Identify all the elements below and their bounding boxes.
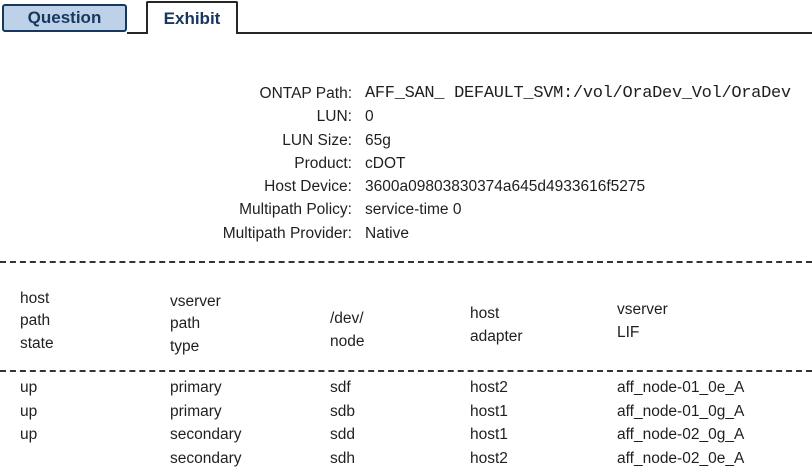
cell-path-type: secondary xyxy=(170,449,242,467)
tab-exhibit[interactable]: Exhibit xyxy=(146,1,238,34)
column-header-vserver-lif: vserver LIF xyxy=(617,301,668,341)
detail-label: LUN Size: xyxy=(282,131,352,149)
cell-host-adapter: host2 xyxy=(470,379,508,396)
detail-value: cDOT xyxy=(365,154,406,172)
detail-label: ONTAP Path: xyxy=(259,85,352,102)
table-row: up secondary sdd host1 aff_node-02_0g_A xyxy=(0,425,812,449)
detail-row-lun-size: LUN Size: 65g xyxy=(0,131,812,154)
detail-row-lun: LUN: 0 xyxy=(0,107,812,130)
cell-host-adapter: host1 xyxy=(470,426,508,443)
detail-label: Multipath Provider: xyxy=(222,224,352,242)
detail-row-multipath-policy: Multipath Policy: service-time 0 xyxy=(0,200,812,223)
lun-details: ONTAP Path: AFF_SAN_ DEFAULT_SVM:/vol/Or… xyxy=(0,84,812,247)
detail-value: 0 xyxy=(365,108,374,126)
cell-path-type: primary xyxy=(170,402,222,420)
column-header-host-adapter: host adapter xyxy=(470,305,523,345)
cell-path-state: up xyxy=(20,402,38,420)
table-row: up primary sdb host1 aff_node-01_0g_A xyxy=(0,402,812,426)
tab-bar: Question Exhibit xyxy=(0,0,812,36)
path-table-header: host path state vserver path type /dev/ … xyxy=(0,280,812,358)
column-header-dev-node: /dev/ node xyxy=(330,310,365,350)
detail-label: Host Device: xyxy=(264,178,352,196)
cell-vserver-lif: aff_node-01_0e_A xyxy=(617,379,745,396)
cell-dev-node: sdd xyxy=(330,426,355,443)
detail-label: LUN: xyxy=(316,108,352,126)
detail-value: AFF_SAN_ DEFAULT_SVM:/vol/OraDev_Vol/Ora… xyxy=(365,84,791,103)
cell-dev-node: sdh xyxy=(330,449,355,467)
table-row: secondary sdh host2 aff_node-02_0e_A xyxy=(0,449,812,473)
cell-vserver-lif: aff_node-02_0g_A xyxy=(617,426,745,443)
detail-value: service-time 0 xyxy=(365,201,462,219)
cell-host-adapter: host2 xyxy=(470,449,508,467)
detail-label: Multipath Policy: xyxy=(239,201,352,219)
detail-value: 65g xyxy=(365,131,391,149)
cell-vserver-lif: aff_node-01_0g_A xyxy=(617,402,745,420)
table-row: up primary sdf host2 aff_node-01_0e_A xyxy=(0,378,812,402)
cell-path-state: up xyxy=(20,426,38,443)
cell-path-type: primary xyxy=(170,379,222,396)
detail-row-host-device: Host Device: 3600a09803830374a645d493361… xyxy=(0,177,812,200)
tab-bar-divider xyxy=(127,32,812,34)
detail-value: Native xyxy=(365,224,409,242)
cell-path-state xyxy=(0,449,170,473)
detail-label: Product: xyxy=(294,154,352,172)
column-header-vserver-path-type: vserver path type xyxy=(170,292,221,355)
table-divider-bottom xyxy=(0,370,812,372)
cell-dev-node: sdf xyxy=(330,379,351,396)
cell-path-state: up xyxy=(20,379,38,396)
detail-value: 3600a09803830374a645d4933616f5275 xyxy=(365,178,646,196)
detail-row-multipath-provider: Multipath Provider: Native xyxy=(0,224,812,247)
column-header-host-path-state: host path state xyxy=(20,289,54,352)
cell-path-type: secondary xyxy=(170,426,242,443)
table-divider-top xyxy=(0,261,812,263)
detail-row-ontap-path: ONTAP Path: AFF_SAN_ DEFAULT_SVM:/vol/Or… xyxy=(0,84,812,107)
cell-vserver-lif: aff_node-02_0e_A xyxy=(617,449,745,467)
tab-question[interactable]: Question xyxy=(2,4,127,32)
path-table-rows: up primary sdf host2 aff_node-01_0e_A up… xyxy=(0,378,812,472)
cell-host-adapter: host1 xyxy=(470,402,508,420)
cell-dev-node: sdb xyxy=(330,402,355,420)
detail-row-product: Product: cDOT xyxy=(0,154,812,177)
